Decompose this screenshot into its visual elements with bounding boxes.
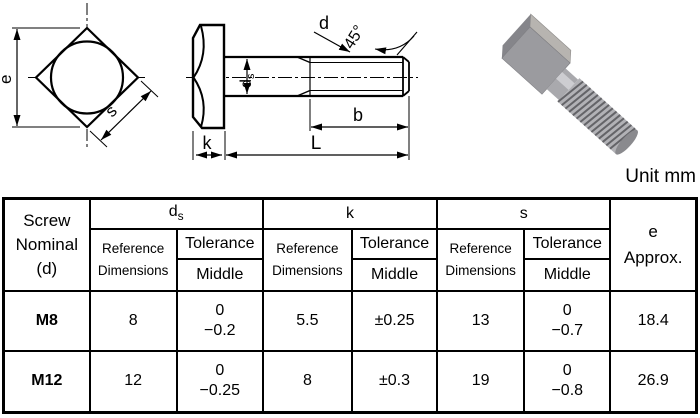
header-screw-nominal: Screw Nominal (d) — [2, 197, 91, 292]
bolt-photo-shank — [546, 68, 579, 101]
bolt-photo-thread-ridges — [557, 80, 636, 150]
bolt-photo — [501, 13, 638, 155]
cell-m8-k-ref: 5.5 — [261, 289, 353, 352]
cell-m12-k-ref: 8 — [261, 349, 353, 414]
dim-label-L: L — [311, 133, 322, 154]
cell-m8-s-ref: 13 — [436, 289, 526, 352]
cell-m12-ds-tol: 0 −0.25 — [175, 349, 264, 414]
header-group-k: k — [261, 197, 439, 230]
cell-m12-ds-ref: 12 — [88, 349, 178, 414]
header-k-reference: Reference Dimensions — [261, 227, 353, 292]
bolt-photo-head-side — [501, 14, 531, 59]
thread-runout — [296, 56, 311, 97]
cell-m12-s-tol: 0 −0.8 — [523, 349, 612, 414]
dim-label-45deg: 45° — [341, 23, 368, 53]
dimension-e: e — [0, 27, 80, 128]
cell-m12-e: 26.9 — [609, 349, 698, 414]
bolt-photo-tip — [615, 129, 638, 155]
header-group-s: s — [436, 197, 612, 230]
cell-m12-k-tol: ±0.3 — [350, 349, 439, 414]
header-s-tolerance: Tolerance — [523, 227, 612, 260]
dim-label-k: k — [203, 133, 213, 153]
square-head-top-view: e s — [0, 3, 159, 149]
chamfer-circle — [49, 40, 125, 115]
header-k-middle: Middle — [350, 257, 439, 292]
dim-label-e: e — [0, 75, 15, 84]
bolt-technical-drawing: e s ds — [0, 3, 638, 160]
header-ds-reference: Reference Dimensions — [88, 227, 178, 292]
table-row-m12: M12 12 0 −0.25 8 ±0.3 19 0 −0.8 26.9 — [2, 349, 698, 414]
dimension-45deg: 45° — [341, 23, 418, 56]
spec-table-container: Screw Nominal (d) ds k s e Approx. Refer… — [2, 197, 698, 414]
dim-label-ds: ds — [238, 73, 257, 88]
head-outline — [191, 23, 226, 130]
dimension-k: k — [196, 133, 222, 159]
thread-minor-lines — [310, 61, 403, 92]
cell-m8-s-tol: 0 −0.7 — [523, 289, 612, 352]
cell-m8-ds-tol: 0 −0.2 — [175, 289, 264, 352]
cell-m12-name: M12 — [2, 349, 91, 414]
dimension-L: L — [192, 131, 408, 160]
header-k-tolerance: Tolerance — [350, 227, 439, 260]
bolt-end-chamfer — [402, 56, 410, 97]
dimension-d: d — [313, 13, 351, 53]
header-group-ds: ds — [88, 197, 264, 230]
cell-m8-e: 18.4 — [609, 289, 698, 352]
dimension-b: b — [309, 96, 410, 160]
dim-label-b: b — [353, 105, 363, 125]
header-e-approx: e Approx. — [609, 197, 698, 292]
cell-m8-name: M8 — [2, 289, 91, 352]
bolt-photo-shank-highlight — [556, 71, 575, 91]
bolt-photo-head-front — [501, 26, 571, 95]
table-row-m8: M8 8 0 −0.2 5.5 ±0.25 13 0 −0.7 18.4 — [2, 289, 698, 352]
header-ds-middle: Middle — [175, 257, 264, 292]
header-ds-tolerance: Tolerance — [175, 227, 264, 260]
cell-m8-ds-ref: 8 — [88, 289, 178, 352]
bolt-side-view: ds d 45° b L — [186, 13, 418, 160]
dimension-ds: ds — [238, 59, 257, 94]
cell-m8-k-tol: ±0.25 — [350, 289, 439, 352]
header-s-reference: Reference Dimensions — [436, 227, 526, 292]
cell-m12-s-ref: 19 — [436, 349, 526, 414]
header-s-middle: Middle — [523, 257, 612, 292]
head-chamfer-arcs — [192, 25, 205, 128]
spec-table: Screw Nominal (d) ds k s e Approx. Refer… — [2, 197, 698, 414]
shank-outline — [224, 55, 403, 98]
unit-label: Unit mm — [625, 166, 696, 187]
dim-label-d: d — [319, 13, 329, 33]
